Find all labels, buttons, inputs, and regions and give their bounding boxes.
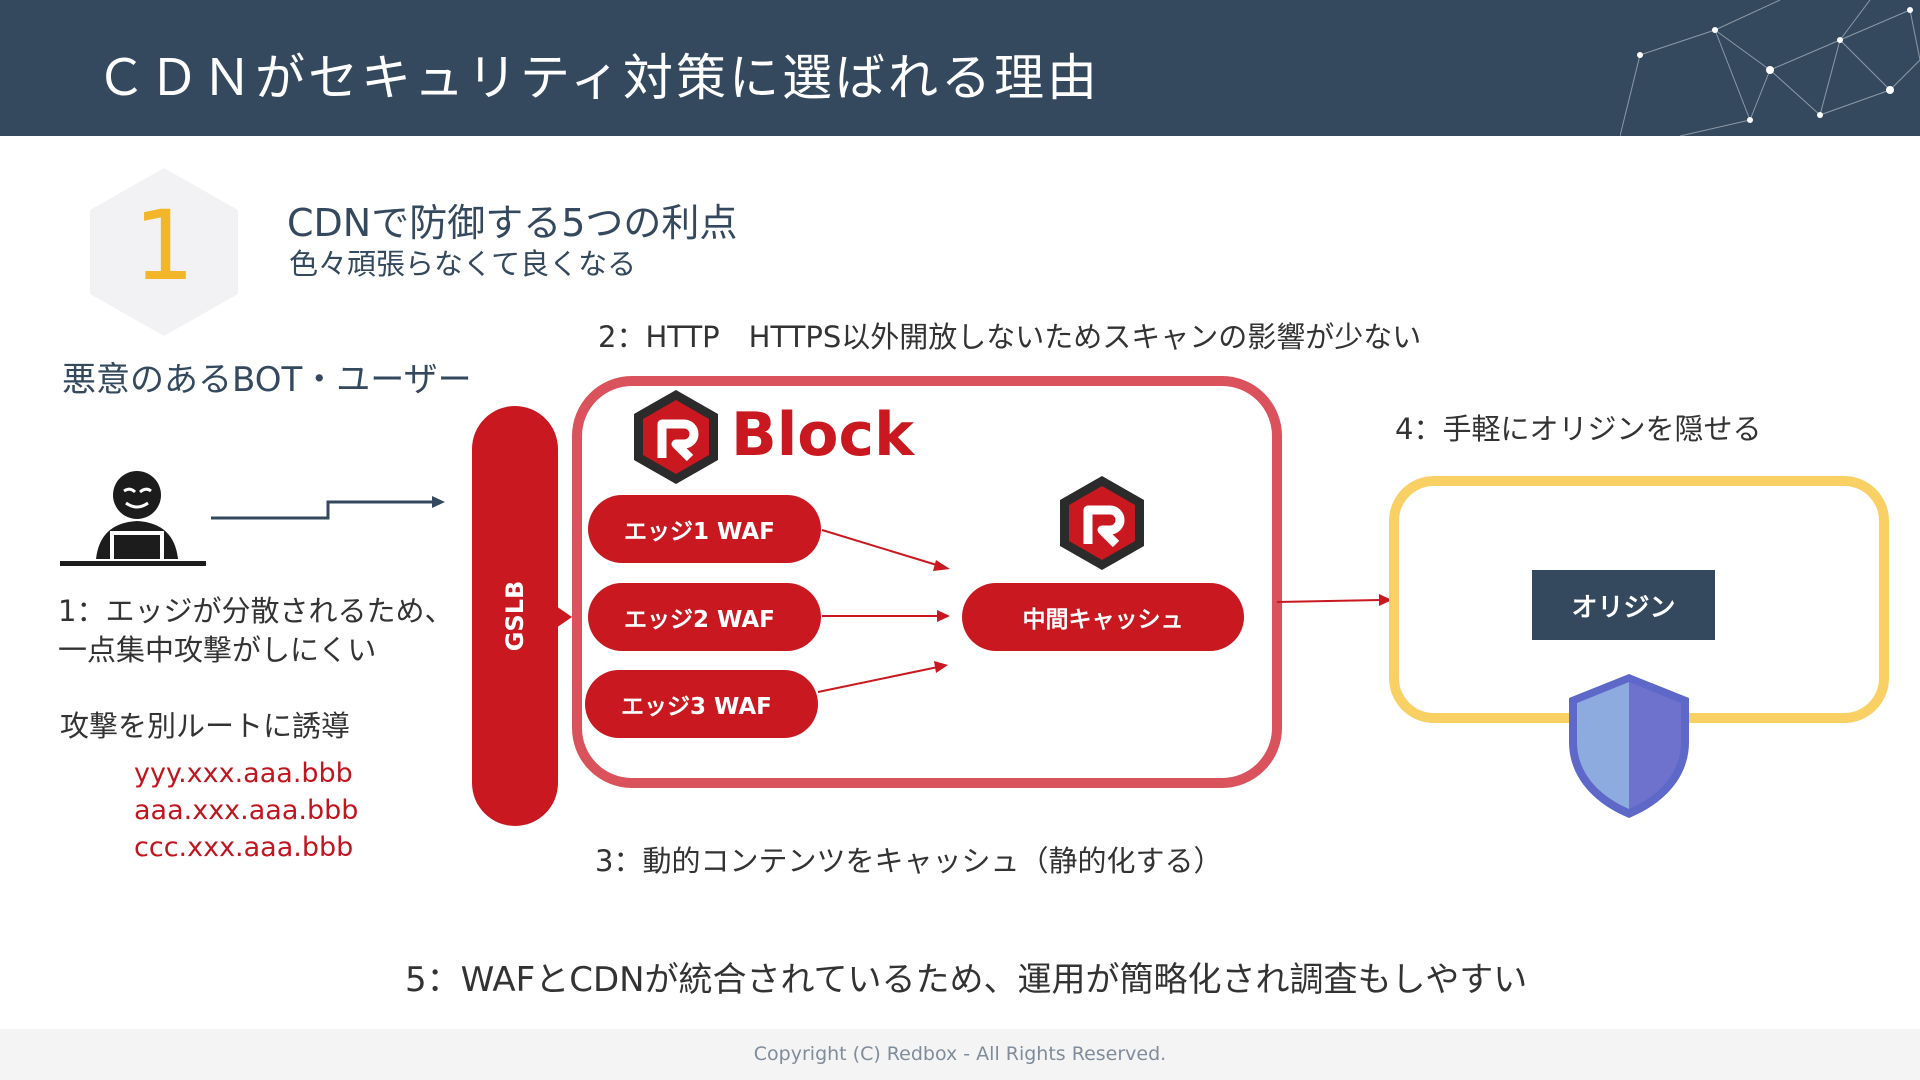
footer: Copyright (C) Redbox - All Rights Reserv… — [0, 1029, 1920, 1080]
attacker-label: 悪意のあるBOT・ユーザー — [62, 360, 472, 400]
point-3-text: 3：動的コンテンツをキャッシュ（静的化する） — [595, 844, 1223, 878]
shield-icon — [1569, 674, 1689, 818]
origin-box: オリジン — [1532, 570, 1715, 640]
reroute-domain: yyy.xxx.aaa.bbb — [134, 758, 353, 789]
section-subheading: 色々頑張らなくて良くなる — [289, 247, 637, 281]
section-heading: CDNで防御する5つの利点 — [287, 201, 738, 245]
point-1-line-1: 1：エッジが分散されるため、 — [58, 594, 454, 628]
block-brand: Block — [731, 400, 914, 470]
copyright-text: Copyright (C) Redbox - All Rights Reserv… — [753, 1043, 1167, 1065]
middle-cache: 中間キャッシュ — [962, 583, 1244, 651]
point-5-text: 5：WAFとCDNが統合されているため、運用が簡略化され調査もしやすい — [405, 960, 1528, 1000]
point-2-text: 2：HTTP HTTPS以外開放しないためスキャンの影響が少ない — [598, 320, 1422, 354]
edge-1-waf: エッジ1 WAF — [588, 495, 821, 563]
page-title: ＣＤＮがセキュリティ対策に選ばれる理由 — [96, 49, 1100, 107]
point-4-text: 4：手軽にオリジンを隠せる — [1395, 412, 1762, 446]
edge-3-waf: エッジ3 WAF — [585, 670, 818, 738]
block-logo-icon — [634, 390, 718, 484]
gslb-arrow-tip — [556, 606, 572, 628]
edge-2-waf: エッジ2 WAF — [588, 583, 821, 651]
point-1-line-2: 一点集中攻撃がしにくい — [58, 633, 377, 667]
section-number: 1 — [133, 190, 195, 302]
header-bar: ＣＤＮがセキュリティ対策に選ばれる理由 — [0, 0, 1920, 136]
block-logo-icon — [1060, 476, 1144, 570]
reroute-domain: ccc.xxx.aaa.bbb — [134, 832, 354, 863]
reroute-title: 攻撃を別ルートに誘導 — [60, 709, 351, 743]
reroute-domain: aaa.xxx.aaa.bbb — [134, 795, 359, 826]
gslb-bar — [472, 406, 558, 826]
gslb-label: GSLB — [501, 580, 529, 652]
hacker-laptop-icon — [60, 471, 206, 566]
block-cdn-frame — [572, 376, 1282, 788]
hexagon-badge-icon — [90, 168, 238, 336]
network-decoration-icon — [1620, 0, 1920, 136]
